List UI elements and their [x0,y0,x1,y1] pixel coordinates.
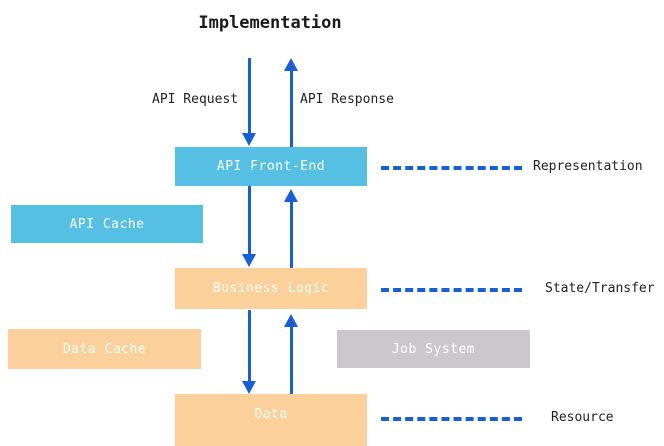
page-title: Implementation [198,13,342,33]
dashed-connector-state-transfer [381,288,522,292]
layer-label-resource: Resource [551,410,614,425]
arrow-frontend-to-logic-head-icon [242,254,256,267]
node-job-system[interactable]: Job System [337,330,530,368]
node-data-label: Data [254,406,288,422]
node-data-cache-label: Data Cache [62,341,147,357]
node-api-cache[interactable]: API Cache [11,205,203,243]
flow-label-api-response: API Response [300,92,394,107]
arrow-logic-to-data-head-icon [242,381,256,394]
node-api-frontend-label: API Front-End [216,159,326,174]
dashed-connector-representation [381,166,522,170]
arrow-api-response-head-icon [284,58,298,71]
arrow-api-request-line [248,58,251,134]
arrow-logic-to-frontend-line [290,201,293,268]
arrow-logic-to-data-line [248,310,251,382]
arrow-logic-to-frontend-head-icon [284,189,298,202]
dashed-connector-resource [381,417,522,421]
node-data-cache[interactable]: Data Cache [8,329,201,369]
layer-label-state-transfer: State/Transfer [545,281,655,296]
flow-label-api-request: API Request [152,92,239,107]
node-api-cache-label: API Cache [69,216,145,232]
arrow-data-to-logic-line [290,326,293,394]
arrow-api-request-head-icon [242,133,256,146]
arrow-frontend-to-logic-line [248,186,251,255]
node-api-frontend[interactable]: API Front-End [175,147,367,186]
arrow-api-response-line [290,70,293,148]
node-job-system-label: Job System [391,341,476,357]
layer-label-representation: Representation [533,159,643,174]
arrow-data-to-logic-head-icon [284,314,298,327]
node-business-logic-label: Business Logic [212,281,330,296]
node-business-logic[interactable]: Business Logic [175,268,367,309]
node-data[interactable]: Data [175,394,367,446]
